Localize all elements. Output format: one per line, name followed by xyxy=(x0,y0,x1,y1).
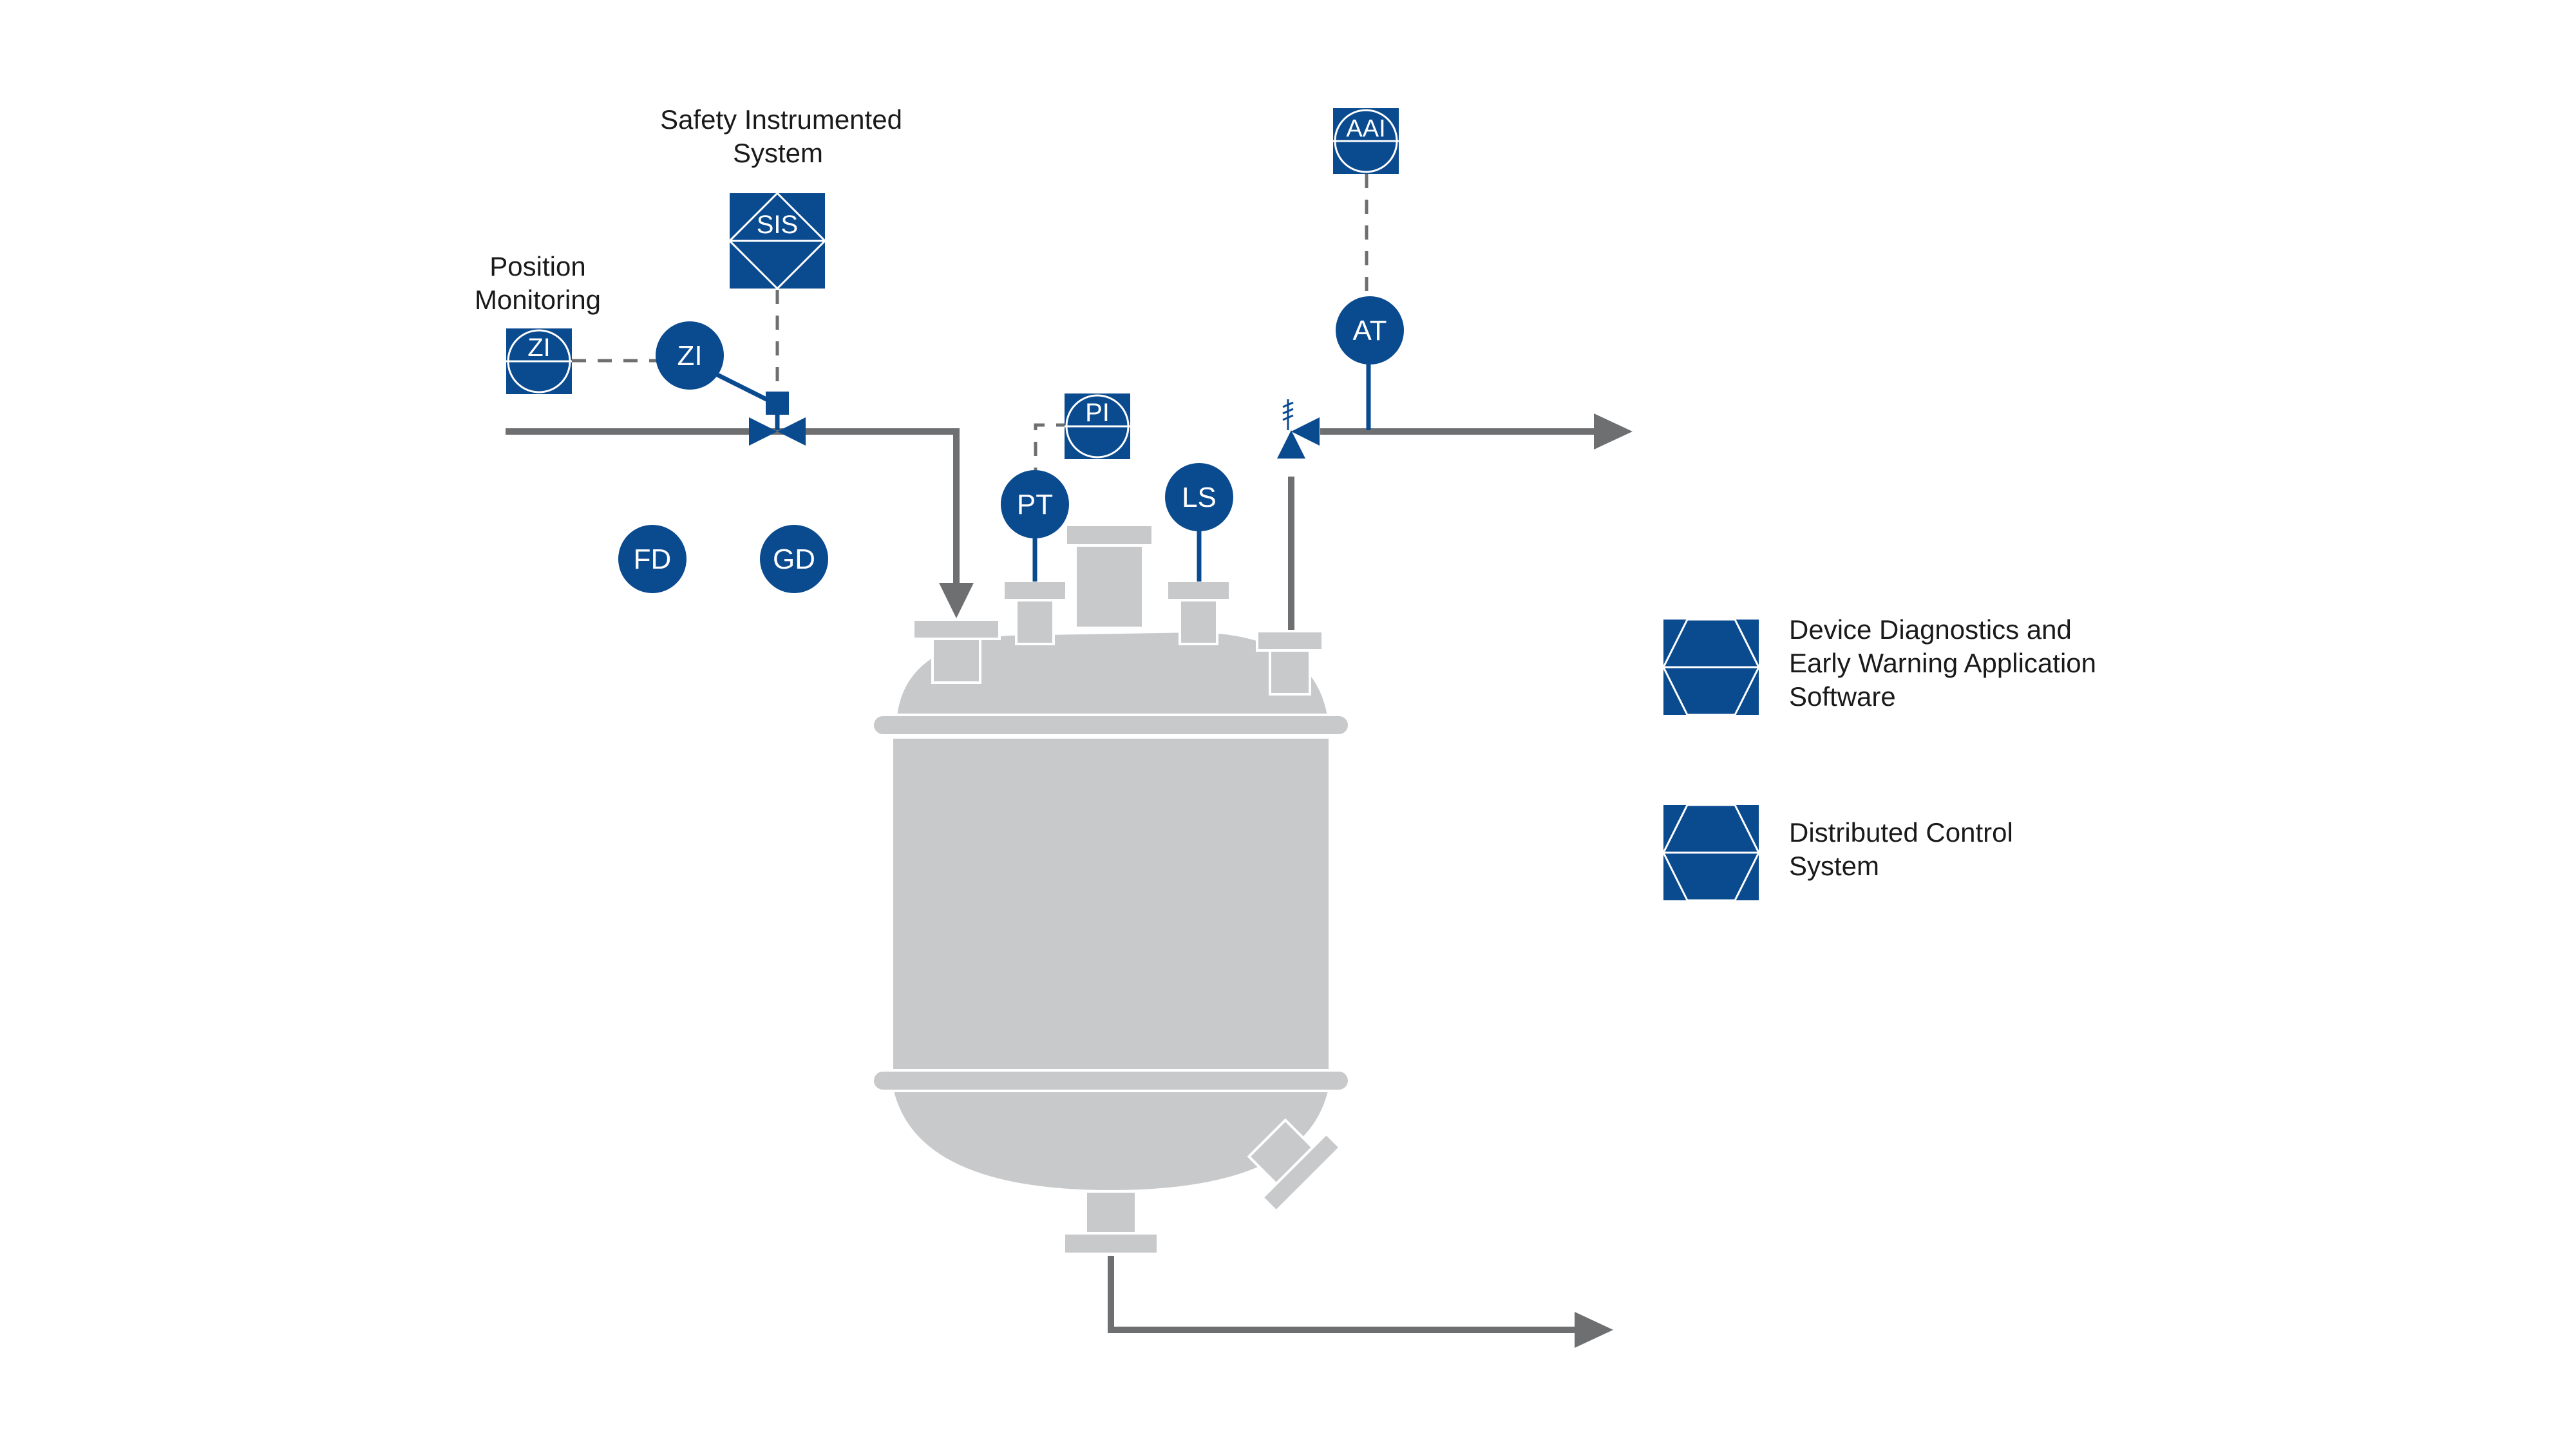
nozzle-vent-neck xyxy=(1269,648,1311,696)
legend-item1-line3: Software xyxy=(1789,681,1896,712)
at-circle-instrument[interactable]: AT xyxy=(1336,296,1404,365)
fd-circle-instrument[interactable]: FD xyxy=(618,525,687,593)
legend-item1-icon xyxy=(1662,618,1760,716)
nozzle-manway-cap xyxy=(1065,524,1154,547)
valve-actuator-icon xyxy=(766,392,789,415)
nozzle-ls-cap xyxy=(1166,580,1231,601)
position-caption-line2: Monitoring xyxy=(475,285,601,315)
vessel-bottom-flange xyxy=(871,1069,1350,1092)
nozzle-bottom-cap xyxy=(1063,1232,1159,1255)
sis-square-tag: SIS xyxy=(757,211,798,239)
relief-valve-right-icon xyxy=(1291,417,1320,446)
pt-circle-tag: PT xyxy=(1017,489,1053,520)
sis-square-instrument[interactable]: SIS xyxy=(728,191,827,290)
bottom-outlet-arrow-icon xyxy=(1575,1312,1613,1348)
inlet-valve-left-icon xyxy=(749,417,777,446)
vessel-top-flange xyxy=(871,714,1350,737)
nozzle-inlet-neck xyxy=(931,633,981,684)
nozzle-bottom-neck xyxy=(1084,1190,1137,1238)
legend: Device Diagnostics and Early Warning App… xyxy=(1662,614,2096,902)
pt-circle-instrument[interactable]: PT xyxy=(1001,470,1069,538)
gd-circle-instrument[interactable]: GD xyxy=(760,525,828,593)
at-circle-tag: AT xyxy=(1353,315,1387,346)
inlet-pipe xyxy=(506,428,960,586)
zi-circle-tag: ZI xyxy=(677,340,702,372)
ls-circle-instrument[interactable]: LS xyxy=(1165,463,1233,531)
position-caption-line1: Position xyxy=(489,251,585,281)
zi-stem xyxy=(707,368,774,405)
inlet-control-valve xyxy=(749,392,806,446)
captions: Safety Instrumented System Position Moni… xyxy=(475,104,902,315)
pi-square-tag: PI xyxy=(1085,399,1110,427)
pipe-arrowheads xyxy=(939,413,1633,1348)
nozzle-pt-neck xyxy=(1015,598,1055,645)
ls-circle-tag: LS xyxy=(1182,482,1217,513)
pi-square-instrument[interactable]: PI xyxy=(1065,393,1130,459)
legend-item2-icon xyxy=(1662,804,1760,902)
sis-caption-line1: Safety Instrumented xyxy=(660,104,902,135)
sis-caption-line2: System xyxy=(733,138,823,168)
zi-circle-instrument[interactable]: ZI xyxy=(656,321,724,390)
zi-square-tag: ZI xyxy=(527,334,551,362)
nozzle-inlet-cap xyxy=(912,618,1001,640)
relief-valve xyxy=(1277,399,1320,459)
nozzle-ls-neck xyxy=(1179,598,1218,645)
nozzle-pt-cap xyxy=(1002,580,1068,601)
relief-valve-up-icon xyxy=(1277,430,1305,459)
inlet-arrow-icon xyxy=(939,583,974,618)
fd-circle-tag: FD xyxy=(634,544,672,575)
gd-circle-tag: GD xyxy=(773,544,815,575)
relief-spring-icon xyxy=(1282,399,1294,430)
outlet-top-arrow-icon xyxy=(1594,413,1633,450)
aai-square-instrument[interactable]: AAI xyxy=(1333,108,1399,174)
pipes xyxy=(506,428,1597,1333)
reactor-vessel xyxy=(871,524,1350,1255)
inlet-valve-right-icon xyxy=(777,417,806,446)
zi-square-instrument[interactable]: ZI xyxy=(506,328,572,394)
aai-square-tag: AAI xyxy=(1346,115,1385,142)
legend-item2-line1: Distributed Control xyxy=(1789,817,2013,848)
bottom-outlet-pipe xyxy=(1108,1256,1578,1333)
legend-item1-line2: Early Warning Application xyxy=(1789,648,2096,678)
pi-signal-line xyxy=(1034,423,1096,470)
legend-item1-line1: Device Diagnostics and xyxy=(1789,614,2072,645)
nozzle-vent-cap xyxy=(1256,630,1324,652)
nozzle-manway-neck xyxy=(1074,543,1144,629)
legend-item2-line2: System xyxy=(1789,851,1879,881)
signal-lines xyxy=(572,174,1368,470)
vessel-body xyxy=(891,736,1331,1074)
nozzle-side-cap xyxy=(1260,1132,1342,1213)
